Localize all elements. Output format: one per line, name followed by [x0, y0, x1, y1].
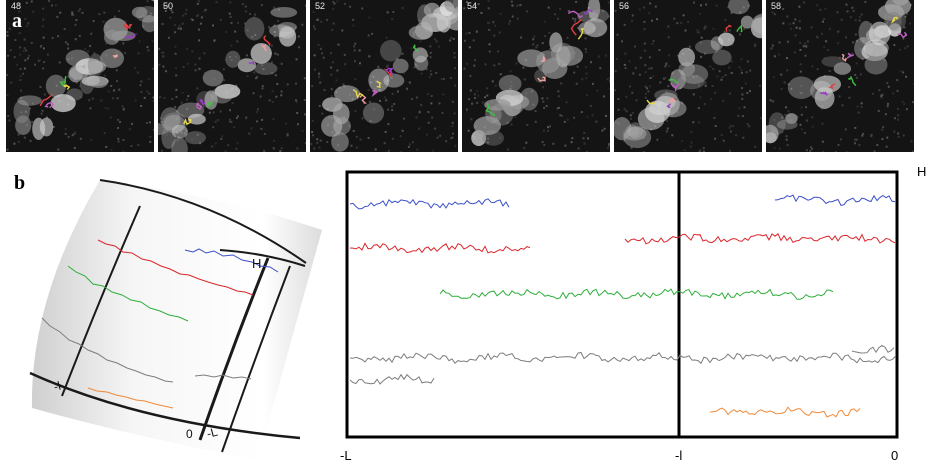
cylinder-line-right [198, 257, 270, 441]
cyl-label-zero: 0 [186, 427, 193, 441]
frame-number: 56 [619, 1, 630, 11]
cyl-track-gray [41, 317, 174, 383]
plot-border [345, 170, 899, 439]
microscopy-frame-50: 50 [158, 0, 306, 152]
track-trace [349, 198, 510, 210]
cylinder-surface [31, 180, 322, 460]
cyl-label-H: H [252, 256, 261, 271]
label-minus-L: -L [340, 448, 352, 463]
panel-b-label: b [14, 172, 26, 194]
label-zero: 0 [891, 448, 899, 463]
cylinder-line-edge [221, 265, 291, 453]
frame-image [463, 0, 610, 152]
track-trace [851, 344, 895, 354]
frame-number: 58 [771, 1, 782, 11]
frame-image [614, 0, 762, 152]
frame-number: 52 [315, 1, 326, 11]
frame-image [766, 0, 914, 152]
microscopy-frame-48: 48 [6, 0, 154, 152]
microscopy-frame-58: 58 [766, 0, 914, 152]
cylinder-top-edge [99, 179, 307, 264]
track-trace [349, 351, 897, 365]
track-group [349, 194, 897, 418]
cylinder-diagram: H -l 0 -L [29, 179, 322, 460]
frame-number: 50 [163, 1, 174, 11]
cyl-track-blue [184, 248, 279, 273]
cyl-track-gray-2 [194, 374, 252, 380]
cyl-label-minus-l: -l [52, 379, 62, 394]
cylinder-top-rim [219, 249, 306, 267]
cyl-track-red [97, 239, 254, 296]
track-trace [624, 233, 896, 245]
frame-number: 48 [11, 1, 22, 11]
microscopy-frame-54: 54 [462, 0, 610, 152]
track-trace [774, 194, 896, 206]
track-trace [439, 288, 834, 300]
label-minus-l: -l [675, 448, 683, 463]
unwrapped-track-plot [345, 170, 899, 439]
frame-image [6, 0, 154, 152]
track-trace [349, 373, 435, 385]
track-trace [709, 406, 861, 418]
cyl-label-minus-L: -L [205, 425, 219, 441]
cyl-track-orange [87, 387, 174, 409]
cyl-track-green [67, 265, 189, 322]
microscopy-frame-56: 56 [614, 0, 762, 152]
frame-number: 54 [467, 1, 478, 11]
frame-image [310, 0, 458, 152]
panel-a-label: a [12, 10, 22, 32]
track-trace [349, 242, 531, 254]
label-H: H [917, 164, 927, 179]
microscopy-frame-52: 52 [310, 0, 458, 152]
cylinder-bottom-edge [29, 371, 301, 440]
cylinder-line-left [61, 205, 141, 397]
frame-image [158, 0, 306, 152]
